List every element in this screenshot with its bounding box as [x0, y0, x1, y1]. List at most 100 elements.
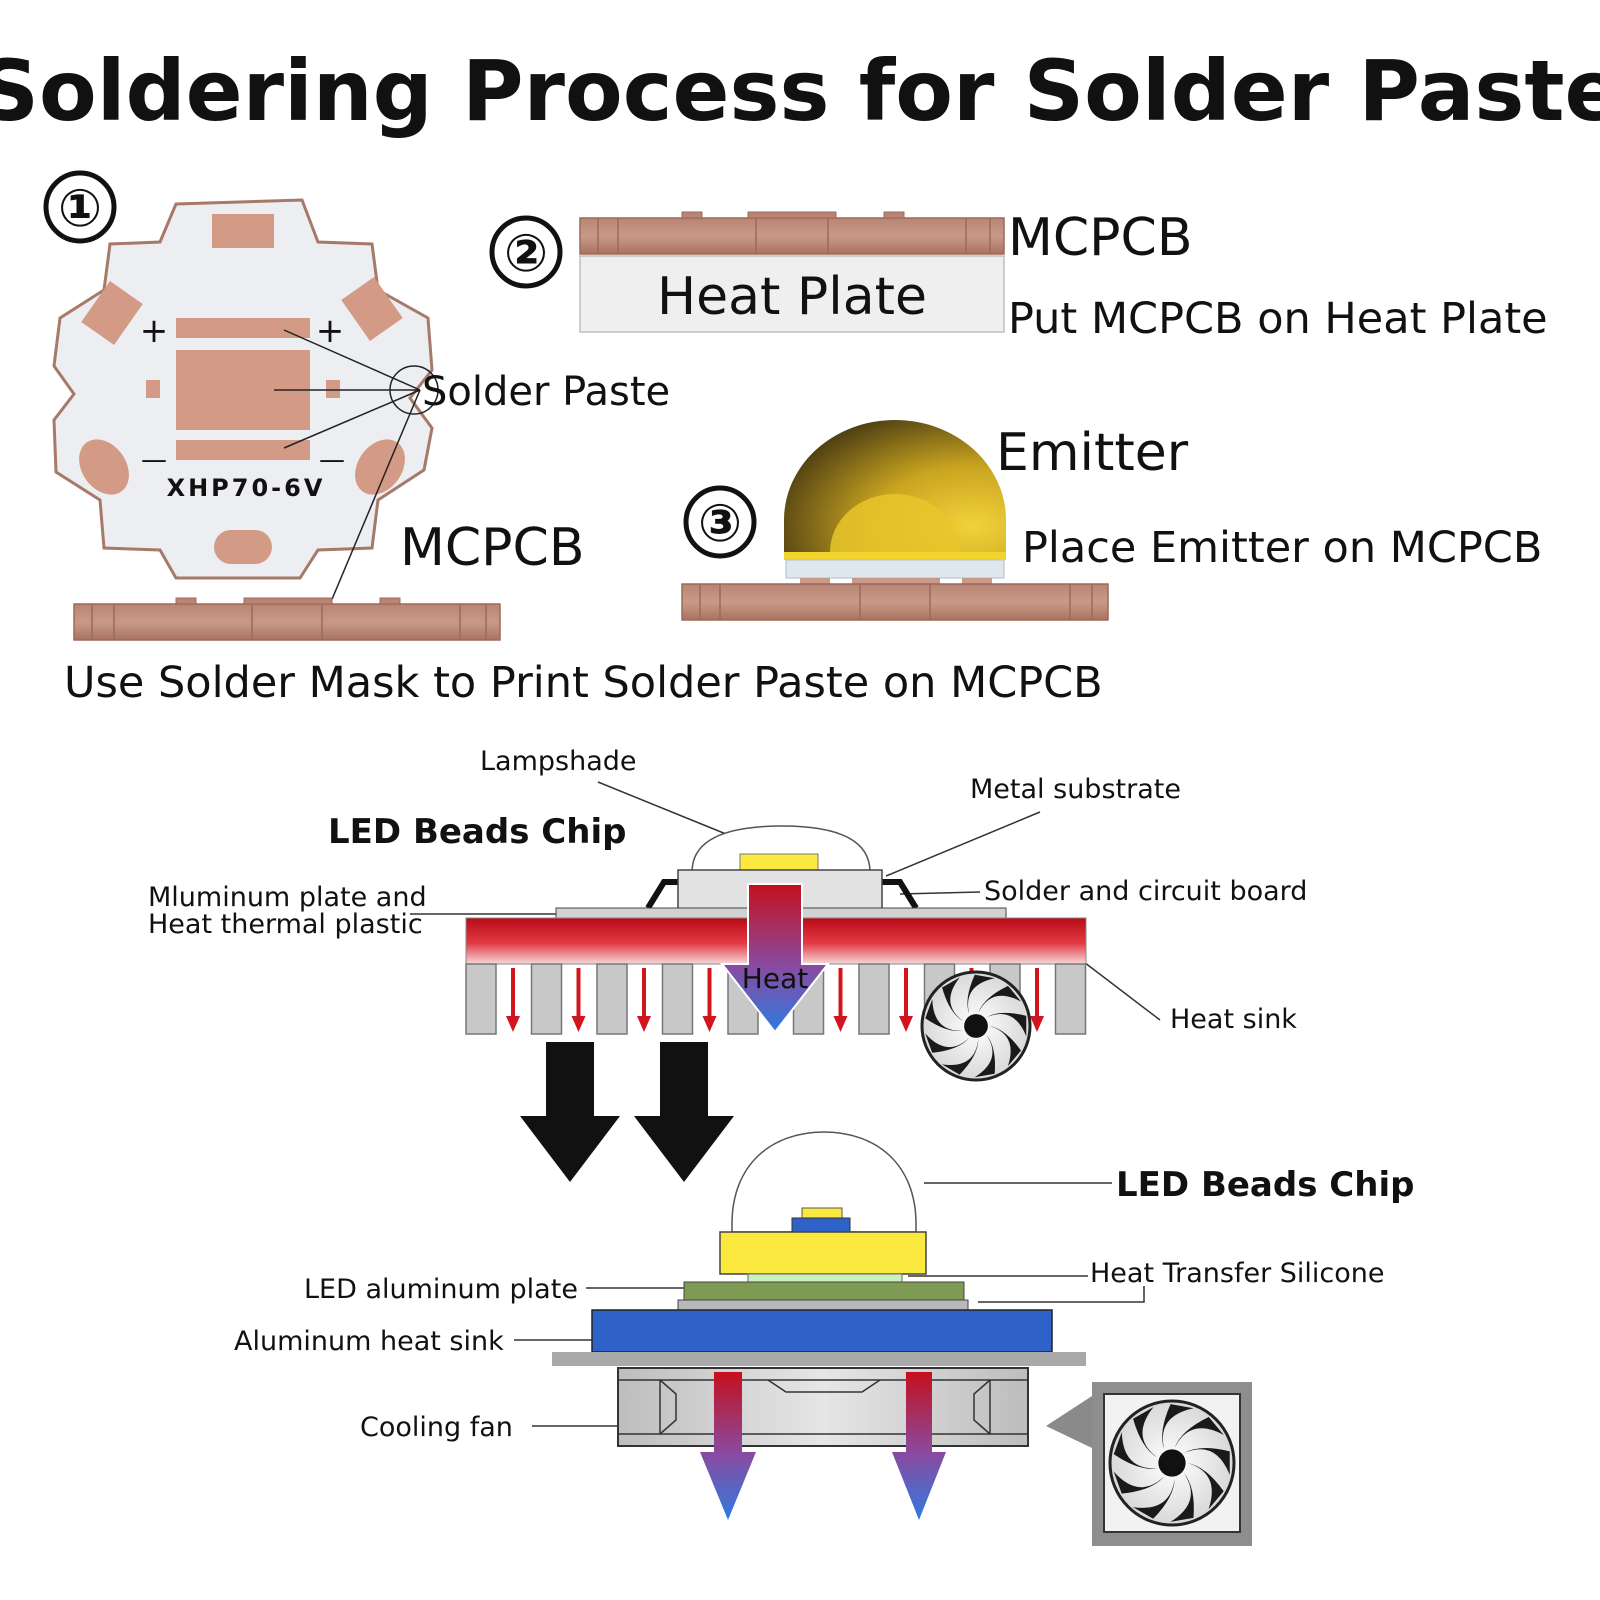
plate-label-line2: Heat thermal plastic [148, 909, 423, 940]
step1-mcpcb-label: MCPCB [400, 518, 585, 578]
heat-flow-arrow [1030, 968, 1044, 1032]
upper-leaders [410, 781, 1161, 1021]
step-3-badge [683, 485, 757, 559]
heat-flow-arrow [833, 968, 848, 1032]
fan-blade [974, 1034, 996, 1078]
plus-right: + [316, 311, 345, 351]
led-aluminum-plate [683, 1281, 965, 1301]
solder-paste-label: Solder Paste [422, 369, 670, 415]
step1-caption: Use Solder Mask to Print Solder Paste on… [64, 658, 1103, 708]
step-2-badge [489, 215, 563, 289]
pad-top [212, 214, 274, 248]
upper-diagram: LED Beads Chip Lampshade Metal substrate… [148, 746, 1307, 1082]
pad-left-bottom [79, 439, 129, 495]
step1-board-grooves [91, 604, 487, 640]
heat-sink-fin [661, 963, 694, 1035]
lower-leaders [514, 1182, 1145, 1427]
pad-right-bottom [355, 439, 405, 495]
metal-substrate-label: Metal substrate [970, 774, 1181, 805]
aluminum-heat-sink-label: Aluminum heat sink [234, 1326, 504, 1357]
heat-flow-arrow [702, 968, 717, 1032]
step-1-badge [43, 170, 117, 244]
lampshade-dome [691, 825, 871, 873]
down-arrow-left [520, 1042, 620, 1182]
fan-blade [1174, 1416, 1224, 1448]
fan-blade [1170, 1472, 1194, 1522]
heat-sink-label: Heat sink [1170, 1004, 1297, 1035]
fan-blade [942, 977, 964, 1022]
solder-paste-leaders [274, 329, 421, 605]
step2-board-grooves [597, 218, 991, 254]
heat-sink-fin [1054, 963, 1087, 1035]
step3-board-grooves [699, 584, 1093, 620]
emitter-label: Emitter [996, 423, 1189, 483]
heat-transfer-label: Heat Transfer Silicone [1090, 1258, 1385, 1289]
fan-blade [1162, 1404, 1194, 1450]
pad-right-top [341, 277, 403, 341]
step2-mcpcb [579, 217, 1005, 255]
fan-blade [978, 985, 1022, 1013]
step3-caption: Place Emitter on MCPCB [1022, 523, 1542, 573]
lower-chip-top [801, 1207, 843, 1219]
emitter-yellow-strip [784, 552, 1006, 560]
heat-plate [579, 255, 1005, 333]
step-1: ① + + — — XHP70-6V Solder Paste [43, 170, 1103, 708]
grey-base-plate [552, 1352, 1086, 1366]
lower-chip-blue [791, 1217, 851, 1233]
step-3: ③ Emitter Place Emitter on MCPCB [681, 420, 1542, 621]
heat-sink-fin [465, 963, 497, 1035]
emitter-dome [784, 420, 1006, 552]
solder-paste-hub [389, 365, 439, 415]
minus-right: — [319, 445, 345, 475]
upper-cooling-fan [920, 970, 1032, 1082]
lower-chip-label: LED Beads Chip [1116, 1165, 1414, 1205]
fan-blade [1187, 1463, 1224, 1510]
heat-sink-fin [596, 963, 628, 1035]
fan-blade [967, 974, 995, 1015]
step-3-number: ③ [698, 494, 742, 554]
fan-callout-pointer [1046, 1396, 1092, 1448]
heat-flow-arrow [506, 968, 520, 1032]
lower-lampshade-dome [731, 1131, 917, 1233]
heat-sink-fin [530, 963, 563, 1035]
fan-blade [941, 1039, 979, 1075]
heat-arrow-right [892, 1372, 946, 1520]
step1-board-side [73, 603, 501, 641]
led-aluminum-plate-label: LED aluminum plate [304, 1274, 578, 1305]
heat-plate-label: Heat Plate [657, 267, 927, 327]
pad-small-right [326, 380, 340, 398]
lampshade-label: Lampshade [480, 746, 637, 777]
pad-small-left [146, 380, 160, 398]
minus-left: — [141, 445, 167, 475]
fan-blade [1133, 1407, 1158, 1458]
step1-board-ridges [175, 597, 401, 605]
upper-chip-label: LED Beads Chip [328, 812, 626, 852]
pad-bottom [214, 530, 272, 564]
aluminum-heat-sink [591, 1309, 1053, 1353]
heat-sink-fin [858, 963, 890, 1035]
upper-led-chip [739, 853, 819, 871]
step2-board-ridges [681, 211, 905, 219]
heat-label: Heat [742, 962, 808, 995]
emitter-pads [800, 578, 992, 584]
pad-center-bottom [176, 440, 310, 460]
fan-blade [1183, 1447, 1230, 1475]
step-2-number: ② [504, 224, 548, 284]
lower-yellow-base [719, 1231, 927, 1275]
plate-label-line1: Mluminum plate and [148, 882, 427, 913]
heat-flow-arrow [899, 968, 913, 1032]
fan-blade [925, 999, 964, 1032]
step2-caption: Put MCPCB on Heat Plate [1008, 294, 1548, 344]
plus-left: + [140, 311, 169, 351]
fan-blade [986, 1012, 1027, 1037]
fan-blade [1113, 1432, 1158, 1469]
heat-flow-arrow [637, 968, 651, 1032]
thin-grey-plate [677, 1299, 969, 1311]
heat-arrow-left [700, 1372, 756, 1520]
fan-blade [925, 1033, 970, 1053]
fan-blade [1113, 1471, 1165, 1494]
emitter-base [785, 559, 1005, 579]
pcb-marking: XHP70-6V [167, 474, 326, 502]
step2-mcpcb-label: MCPCB [1008, 208, 1193, 268]
